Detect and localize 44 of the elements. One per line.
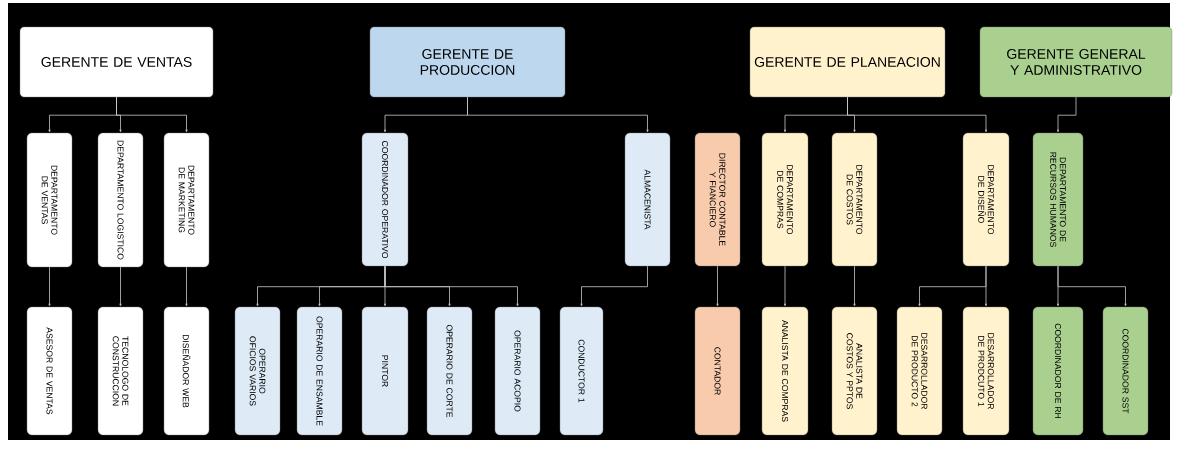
position-box: ANALISTA DE COSTOS Y PPTOS [831,306,878,436]
connector-arrow [580,265,648,307]
position-box: COORDINADOR SST [1102,306,1149,436]
position-box: DEPARTAMENTO DE DISEÑO [962,132,1010,267]
connector-arrow [185,266,188,307]
connector-arrow [116,96,188,133]
position-box: OPERARIO ACOPIO [494,306,541,436]
position-box: DEPARTAMENTO DE MARKETING [163,132,210,268]
position-box: COORDINADOR DE RH [1032,306,1084,436]
position-box: OPERARIO OFICIOS VARIOS [234,306,281,436]
position-box: DEPARTAMENTO DE COSTOS [831,132,878,267]
position-box: CONDUCTOR 1 [559,306,604,436]
position-box: ASESOR DE VENTAS [26,306,73,436]
position-box: ANALISTA DE COMPRAS [761,306,809,436]
position-box: COORDINADOR OPERATIVO [361,132,409,267]
connector-arrow [984,265,988,307]
position-box: DEPARTAMENTO DE RECURSOS HUMANOS [1032,132,1084,267]
connector-arrow [1057,265,1127,307]
position-box: DEPARTAMENTO DE COMPRAS [761,132,809,267]
connector-arrow [716,265,719,307]
manager-box: GERENTE DE PLANEACION [749,26,946,98]
position-box: DEPARTAMENTO DE VENTAS [26,132,73,268]
connector-arrow [48,266,51,307]
manager-box: GERENTE DE VENTAS [19,26,214,98]
position-box: PINTOR [361,306,409,436]
connector-arrow [1056,96,1077,133]
position-box: ALMACENISTA [624,132,671,267]
position-box: DEPARTAMENTO LOGISTICO [97,132,144,268]
connector-arrow [119,266,122,307]
manager-box: GERENTE GENERAL Y ADMINISTRATIVO [979,26,1173,98]
connector-arrow [384,265,519,307]
position-box: DESARROLLADOR DE PRODCUTO 1 [962,306,1010,436]
position-box: CONTADOR [694,306,741,436]
position-box: TECNOLOGO DE CONSTRUCCION [97,306,144,436]
connector-arrow [783,265,787,307]
connector-arrow [853,265,856,307]
manager-box: GERENTE DE PRODUCCION [369,26,566,98]
connector-arrow [847,96,988,133]
connector-arrow [467,96,649,133]
position-box: DIRECTOR CONTABLE Y FIANCIERO [694,132,741,267]
position-box: OPERARIO DE ENSAMBLE [296,306,343,436]
position-box: DISEÑADOR WEB [163,306,210,436]
position-box: DESARROLLADOR DE PRODUCTO 2 [896,306,943,436]
position-box: OPERARIO DE CORTE [426,306,473,436]
